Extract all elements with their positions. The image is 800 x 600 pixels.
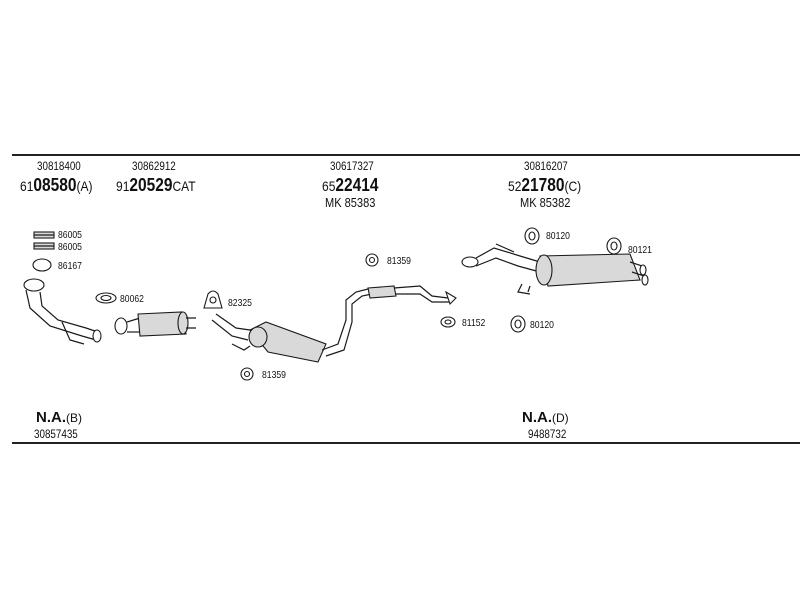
part-code: 6522414 bbox=[322, 175, 379, 195]
part-label: 86005 bbox=[58, 241, 82, 253]
part-label: 86167 bbox=[58, 260, 82, 272]
part-label: 82325 bbox=[228, 297, 252, 309]
top-divider bbox=[12, 154, 800, 156]
rubber-mount-icon bbox=[365, 253, 379, 267]
ref-number: 30818400 bbox=[37, 159, 81, 173]
hanger-icon bbox=[203, 290, 223, 309]
gasket-icon bbox=[33, 231, 55, 250]
mk-code: MK 85382 bbox=[520, 195, 571, 210]
not-available-note: N.A.(B) bbox=[36, 409, 82, 426]
part-label: 81359 bbox=[387, 255, 411, 267]
part-code: 9120529CAT bbox=[116, 175, 196, 195]
clamp-icon bbox=[95, 292, 117, 304]
part-label: 80120 bbox=[546, 230, 570, 242]
part-label: 80062 bbox=[120, 293, 144, 305]
part-label: 86005 bbox=[58, 229, 82, 241]
ref-number: 30617327 bbox=[330, 159, 374, 173]
middle-silencer-icon bbox=[211, 287, 373, 363]
not-available-note: N.A.(D) bbox=[522, 409, 569, 426]
note-number: 30857435 bbox=[34, 427, 78, 441]
ref-number: 30862912 bbox=[132, 159, 176, 173]
rear-silencer-icon bbox=[461, 243, 649, 295]
part-label: 80120 bbox=[530, 319, 554, 331]
part-code: 6108580(A) bbox=[20, 175, 93, 195]
catalytic-converter-icon bbox=[114, 311, 196, 337]
part-label: 81359 bbox=[262, 369, 286, 381]
rubber-mount-icon bbox=[524, 227, 540, 245]
rubber-mount-icon bbox=[240, 367, 254, 381]
mk-code: MK 85383 bbox=[325, 195, 376, 210]
clamp-icon bbox=[440, 316, 456, 328]
note-number: 9488732 bbox=[528, 427, 567, 441]
rubber-mount-icon bbox=[510, 315, 526, 333]
rubber-mount-icon bbox=[606, 237, 622, 255]
front-pipe-icon bbox=[23, 278, 102, 345]
seal-ring-icon bbox=[32, 258, 52, 272]
part-label: 81152 bbox=[462, 317, 486, 329]
bottom-divider bbox=[12, 442, 800, 444]
part-code: 5221780(C) bbox=[508, 175, 582, 195]
ref-number: 30816207 bbox=[524, 159, 568, 173]
part-label: 80121 bbox=[628, 244, 652, 256]
rear-pipe-icon bbox=[367, 285, 457, 306]
